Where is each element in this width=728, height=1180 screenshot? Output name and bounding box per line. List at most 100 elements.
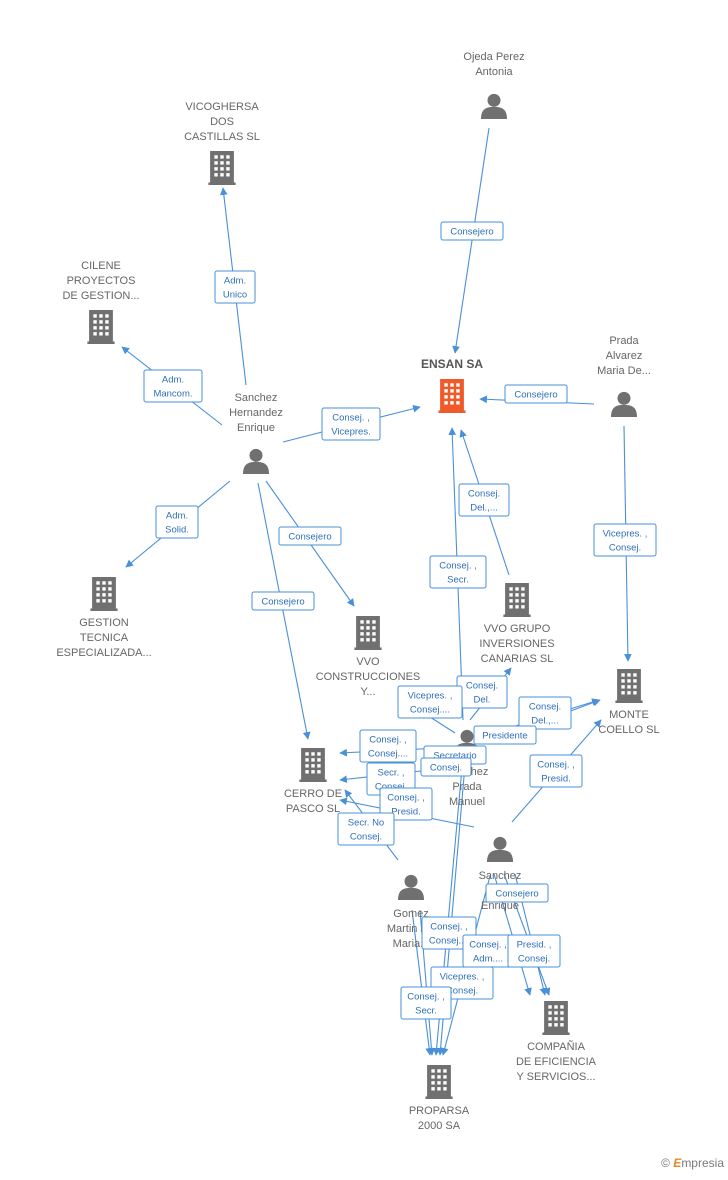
edge-label-text: Consej. xyxy=(609,543,641,554)
edge-label-text: Secr. xyxy=(415,1006,437,1017)
edge-label-text: Consej. , xyxy=(430,922,468,933)
edge-label[interactable]: Consej.Del. xyxy=(456,675,508,709)
edge-label-text: Consej. xyxy=(466,681,498,692)
edge-label-box xyxy=(155,505,199,539)
building-icon xyxy=(615,669,643,703)
edge-label[interactable]: Consejero xyxy=(485,883,549,903)
edge-label[interactable]: Consej. ,Secr. xyxy=(429,555,487,589)
edge-label[interactable]: Adm.Solid. xyxy=(155,505,199,539)
node-label: Enrique xyxy=(481,900,519,912)
edge-label[interactable]: Consej. ,Vicepres. xyxy=(321,407,381,441)
edge-label[interactable]: Presidente xyxy=(473,725,537,745)
node-gestion_tecnica[interactable]: GESTIONTECNICAESPECIALIZADA... xyxy=(56,577,152,659)
edge-label[interactable]: Consej. ,Presid. xyxy=(529,754,583,788)
edge-label[interactable]: Adm.Mancom. xyxy=(143,369,203,403)
building-icon xyxy=(208,151,236,185)
building-icon xyxy=(542,1001,570,1035)
edge-label[interactable]: Consej. ,Presid. xyxy=(379,787,433,821)
edge-label[interactable]: Consej.Del.,... xyxy=(518,696,572,730)
edge-label-text: Vicepres. , xyxy=(603,529,648,540)
node-label: PROYECTOS xyxy=(67,275,136,287)
node-label: Ojeda Perez xyxy=(463,51,524,63)
node-label: Y... xyxy=(360,686,375,698)
node-label: CANARIAS SL xyxy=(481,653,554,665)
node-vvo_construcciones[interactable]: VVOCONSTRUCCIONESY... xyxy=(316,616,421,698)
edge-label-text: Presid. , xyxy=(517,940,552,951)
edge-label[interactable]: Consejero xyxy=(278,526,342,546)
node-ensan[interactable]: ENSAN SA xyxy=(421,357,483,413)
edge-gomez-to-proparsa xyxy=(411,909,433,1056)
edge-label[interactable]: Consej. ,Adm.... xyxy=(462,934,514,968)
edge-label-text: Consej. xyxy=(375,782,407,793)
edge-label-text: Mancom. xyxy=(153,389,192,400)
node-label: COELLO SL xyxy=(598,724,659,736)
edge-label-text: Unico xyxy=(223,290,247,301)
node-label: Manuel xyxy=(449,796,485,808)
building-icon xyxy=(87,310,115,344)
edge-label-text: Solid. xyxy=(165,525,189,536)
edge-label-box xyxy=(440,221,504,241)
edge-label-box xyxy=(507,934,561,968)
node-label: VVO GRUPO xyxy=(484,623,551,635)
person-icon xyxy=(481,93,507,119)
edge-label-box xyxy=(359,729,417,763)
edge-label[interactable]: Consej.Del.,... xyxy=(458,483,510,517)
building-icon xyxy=(425,1065,453,1099)
edge-label-text: Consejero xyxy=(261,597,304,608)
node-label: DE GESTION... xyxy=(62,290,139,302)
edge-label[interactable]: Consejero xyxy=(504,384,568,404)
copyright-symbol: © xyxy=(661,1156,670,1170)
edge-label[interactable]: Secr. No Consej. xyxy=(337,812,395,846)
edge-label-box xyxy=(473,725,537,745)
person-icon xyxy=(398,874,424,900)
node-label: DOS xyxy=(210,116,234,128)
edge-label-text: Vicepres. , xyxy=(408,691,453,702)
node-label: Y SERVICIOS... xyxy=(516,1071,595,1083)
edge-label-text: Consej. , xyxy=(537,760,575,771)
node-label: CILENE xyxy=(81,260,121,272)
brand-name: mpresia xyxy=(681,1156,724,1170)
edge-label[interactable]: Consej. xyxy=(420,757,472,777)
empresia-watermark: © Empresia xyxy=(661,1156,724,1170)
node-label: Antonia xyxy=(475,66,513,78)
edge-label-text: Presidente xyxy=(482,731,527,742)
edge-label-text: Consej. xyxy=(350,832,382,843)
edge-label[interactable]: Adm. Unico xyxy=(214,270,256,304)
edge-label[interactable]: Vicepres. , Consej.... xyxy=(397,685,463,719)
edge-label-box xyxy=(400,986,452,1020)
node-label: Enrique xyxy=(237,422,275,434)
edge-label-box xyxy=(593,523,657,557)
edge-label-text: Presid. xyxy=(391,807,421,818)
edge-label-box xyxy=(485,883,549,903)
edge-label[interactable]: Vicepres. , Consej. xyxy=(593,523,657,557)
node-label: COMPAÑIA xyxy=(527,1040,586,1053)
edge-label[interactable]: Consej. ,Secr. xyxy=(400,986,452,1020)
edge-label[interactable]: Consej. ,Consej.... xyxy=(359,729,417,763)
edge-label-text: Vicepres. xyxy=(331,427,370,438)
edge-label[interactable]: Presid. ,Consej. xyxy=(507,934,561,968)
edge-label-text: Secr. No xyxy=(348,818,384,829)
edge-label[interactable]: Consejero xyxy=(251,591,315,611)
node-label: Sanchez xyxy=(235,392,278,404)
edge-label[interactable]: Consejero xyxy=(440,221,504,241)
node-cilene[interactable]: CILENE PROYECTOS DE GESTION... xyxy=(62,260,140,344)
edge-label-text: Consej.... xyxy=(410,705,450,716)
node-label: Sanchez xyxy=(479,870,522,882)
edge-label-text: Consejero xyxy=(495,889,538,900)
node-label: Gomez xyxy=(393,908,428,920)
node-label: TECNICA xyxy=(80,632,129,644)
person-icon xyxy=(611,391,637,417)
edge-label-box xyxy=(251,591,315,611)
edge-label-box xyxy=(420,757,472,777)
edge-label-text: Adm. xyxy=(224,276,246,287)
